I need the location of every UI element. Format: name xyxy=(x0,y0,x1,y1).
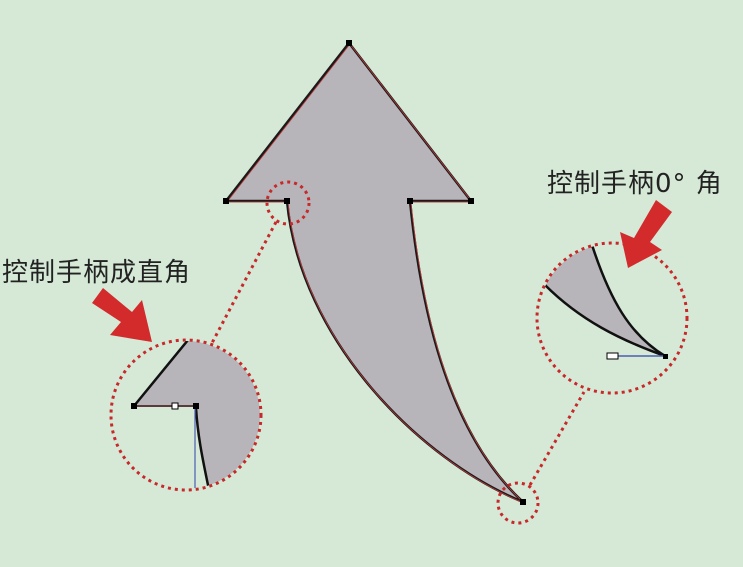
anchor-points xyxy=(223,40,526,505)
label-right-angle-handle: 控制手柄成直角 xyxy=(2,258,192,288)
label-zero-angle-handle: 控制手柄0° 角 xyxy=(547,169,723,199)
pointer-arrow-right xyxy=(620,200,672,268)
callout-lines xyxy=(210,180,586,525)
magnified-view-zero-angle xyxy=(535,241,689,395)
magnified-view-right-angle xyxy=(109,338,263,492)
pointer-arrow-left xyxy=(92,288,152,342)
curved-arrow-shape xyxy=(223,40,525,504)
